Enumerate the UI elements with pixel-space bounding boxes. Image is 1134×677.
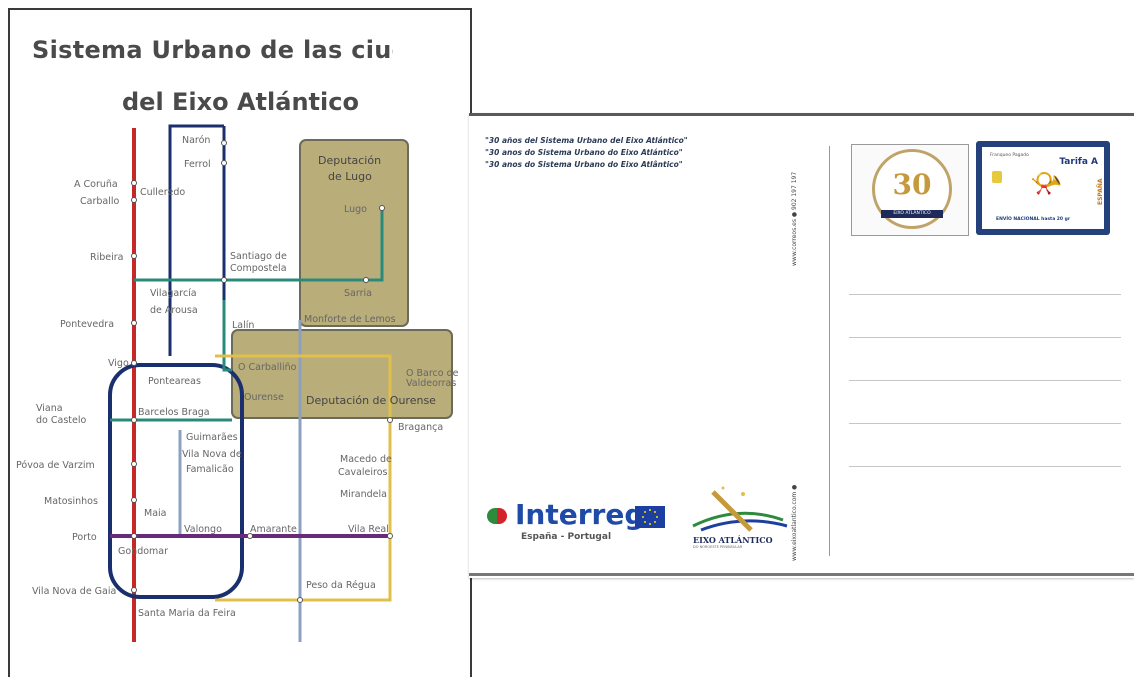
station-gondomar: Gondomar <box>118 546 168 557</box>
station-porto: Porto <box>72 532 97 543</box>
station-a-coruna: A Coruña <box>74 179 118 190</box>
stamp-franqueo: Franqueo Pagado <box>990 153 1029 158</box>
stamp-envio: ENVÍO NACIONAL hasta 20 gr <box>996 217 1071 222</box>
postcard-bottom-edge <box>469 573 1134 576</box>
label-ourense-dep: Deputación de Ourense <box>306 394 436 407</box>
station-naron: Narón <box>182 135 210 146</box>
chip-icon <box>992 171 1002 183</box>
station-vilagarcia-2: de Arousa <box>150 305 198 316</box>
map-title-line-2: del Eixo Atlántico <box>122 88 359 116</box>
station-santiago-1: Santiago de <box>230 251 287 262</box>
interreg-word: Interreg <box>515 498 645 531</box>
station-ferrol: Ferrol <box>184 159 211 170</box>
station-macedo-1: Macedo de <box>340 454 392 465</box>
station-peso-regua: Peso da Régua <box>306 580 376 591</box>
station-culleredo: Culleredo <box>140 187 185 198</box>
station-vigo: Vigo <box>108 358 129 369</box>
station-santa-maria: Santa Maria da Feira <box>138 608 236 619</box>
address-line <box>849 337 1121 338</box>
stamp-country: ESPAÑA <box>1097 178 1104 205</box>
address-line <box>849 380 1121 381</box>
address-line <box>849 466 1121 467</box>
station-amarante: Amarante <box>250 524 297 535</box>
station-povoa: Póvoa de Varzim <box>16 460 95 471</box>
seal-label: EIXO ATLÁNTICO <box>881 210 943 218</box>
seal-number: 30 <box>892 168 932 201</box>
side-text-correos: www.correos.es ● 902 197 197 <box>791 171 798 266</box>
address-line <box>849 423 1121 424</box>
interreg-sub: España - Portugal <box>521 532 612 542</box>
seal-circle: 30 EIXO ATLÁNTICO <box>872 149 952 229</box>
stamp-inner: Franqueo Pagado Tarifa A 📯 ENVÍO NACIONA… <box>982 147 1104 229</box>
station-barco-1: O Barco de <box>406 368 459 379</box>
teal-line <box>134 208 384 282</box>
anniversary-seal: 30 EIXO ATLÁNTICO <box>851 144 969 236</box>
station-vila-nova-gaia: Vila Nova de Gaia <box>32 586 116 597</box>
postcard: "30 años del Sistema Urbano del Eixo Atl… <box>469 113 1134 578</box>
teal-connector <box>222 300 232 372</box>
postage-stamp: Franqueo Pagado Tarifa A 📯 ENVÍO NACIONA… <box>976 141 1110 235</box>
station-maia: Maia <box>144 508 166 519</box>
overlap-cover <box>393 30 470 120</box>
postcard-divider <box>829 146 830 556</box>
station-ponteareas: Ponteareas <box>148 376 201 387</box>
label-lugo-dep-2: de Lugo <box>328 170 372 183</box>
stamp-tarifa: Tarifa A <box>1059 157 1098 167</box>
address-line <box>849 294 1121 295</box>
station-vila-nova-fam-2: Famalicão <box>186 464 234 475</box>
eixo-atlantico-logo: EIXO ATLÁNTICO DO NOROESTE PENINSULAR <box>683 484 793 556</box>
interreg-logo: Interreg España - Portugal <box>487 496 677 556</box>
station-carballino: O Carballiño <box>238 362 297 373</box>
station-mirandela: Mirandela <box>340 489 387 500</box>
eu-flag-icon <box>635 506 665 528</box>
station-valongo: Valongo <box>184 524 222 535</box>
station-sarria: Sarria <box>344 288 372 299</box>
station-guimaraes: Guimarães <box>186 432 238 443</box>
station-lalin: Lalín <box>232 320 254 331</box>
map-title-line-1: Sistema Urbano de las ciuda <box>32 36 426 64</box>
station-matosinhos: Matosinhos <box>44 496 98 507</box>
station-macedo-2: Cavaleiros <box>338 467 388 478</box>
quote-pt: "30 anos do Sistema Urbano do Eixo Atlân… <box>485 160 683 169</box>
map-card: Sistema Urbano de las ciuda del Eixo Atl… <box>8 8 472 677</box>
eixo-logo-sub: DO NOROESTE PENINSULAR <box>693 545 743 549</box>
eixo-logo-text: EIXO ATLÁNTICO <box>693 535 773 545</box>
station-pontevedra: Pontevedra <box>60 319 114 330</box>
station-barcelos-braga: Barcelos Braga <box>138 407 210 418</box>
interreg-dot-red <box>497 508 507 524</box>
quote-es: "30 años del Sistema Urbano del Eixo Atl… <box>485 136 688 145</box>
station-lugo: Lugo <box>344 204 367 215</box>
station-ourense: Ourense <box>244 392 284 403</box>
station-ribeira: Ribeira <box>90 252 123 263</box>
station-vilagarcia-1: Vilagarcía <box>150 288 197 299</box>
station-barco-2: Valdeorras <box>406 378 456 389</box>
interreg-dot-green <box>487 508 499 524</box>
station-santiago-2: Compostela <box>230 263 287 274</box>
post-horn-icon: 📯 <box>1030 169 1063 199</box>
station-monforte: Monforte de Lemos <box>304 314 396 325</box>
station-vila-nova-fam-1: Vila Nova de <box>182 449 242 460</box>
station-vila-real: Vila Real <box>348 524 389 535</box>
station-carballo: Carballo <box>80 196 119 207</box>
station-braganca: Bragança <box>398 422 443 433</box>
label-lugo-dep-1: Deputación <box>318 154 381 167</box>
porto-loop <box>108 363 244 599</box>
metro-map: Narón Ferrol A Coruña Carballo Culleredo… <box>16 124 459 642</box>
quote-gl: "30 anos do Sistema Urbano do Eixo Atlán… <box>485 148 683 157</box>
eixo-emblem-icon <box>692 486 788 532</box>
station-viana-2: do Castelo <box>36 415 86 426</box>
station-viana-1: Viana <box>36 403 63 414</box>
